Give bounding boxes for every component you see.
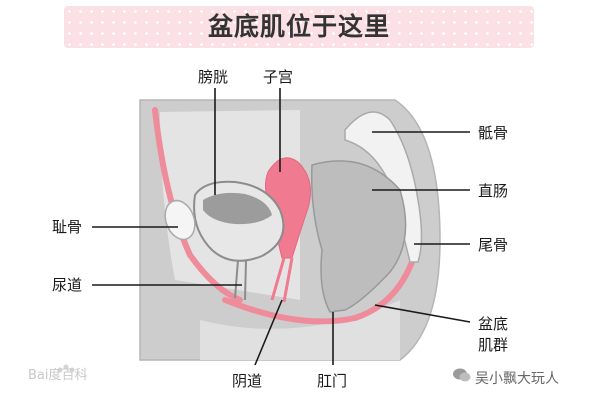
label-pelvic-floor-line2: 肌群 (478, 336, 509, 354)
diagram-title: 盆底肌位于这里 (207, 12, 390, 41)
label-pubic-bone: 耻骨 (52, 218, 83, 236)
label-sacrum: 骶骨 (478, 124, 509, 142)
title-banner (64, 6, 534, 48)
label-bladder: 膀胱 (198, 68, 229, 86)
label-uterus: 子宫 (263, 68, 294, 86)
leader-pelvic-floor (374, 304, 471, 323)
urethra-tube (234, 259, 247, 301)
label-urethra: 尿道 (52, 276, 83, 294)
label-coccyx: 尾骨 (478, 236, 509, 254)
pubic-bone (164, 199, 196, 241)
lower-soft-tissue (200, 300, 400, 360)
label-rectum: 直肠 (478, 182, 509, 200)
vagina-canal (270, 257, 294, 303)
label-pelvic-floor: 盆底 肌群 (478, 314, 508, 356)
label-anus: 肛门 (317, 372, 348, 390)
brand-text: 吴小飘大玩人 (475, 371, 559, 387)
abdominal-muscle-band (152, 107, 243, 303)
watermark-paw-icon (57, 364, 75, 373)
bladder-inner (203, 192, 272, 225)
watermark-text: Bai度百科 (28, 368, 88, 383)
label-pelvic-floor-line1: 盆底 (478, 315, 509, 333)
pelvic-floor-muscle (222, 259, 415, 325)
wechat-icon (453, 368, 471, 382)
label-vagina: 阴道 (232, 372, 263, 390)
rectum (310, 160, 407, 313)
leader-vagina (254, 299, 283, 366)
